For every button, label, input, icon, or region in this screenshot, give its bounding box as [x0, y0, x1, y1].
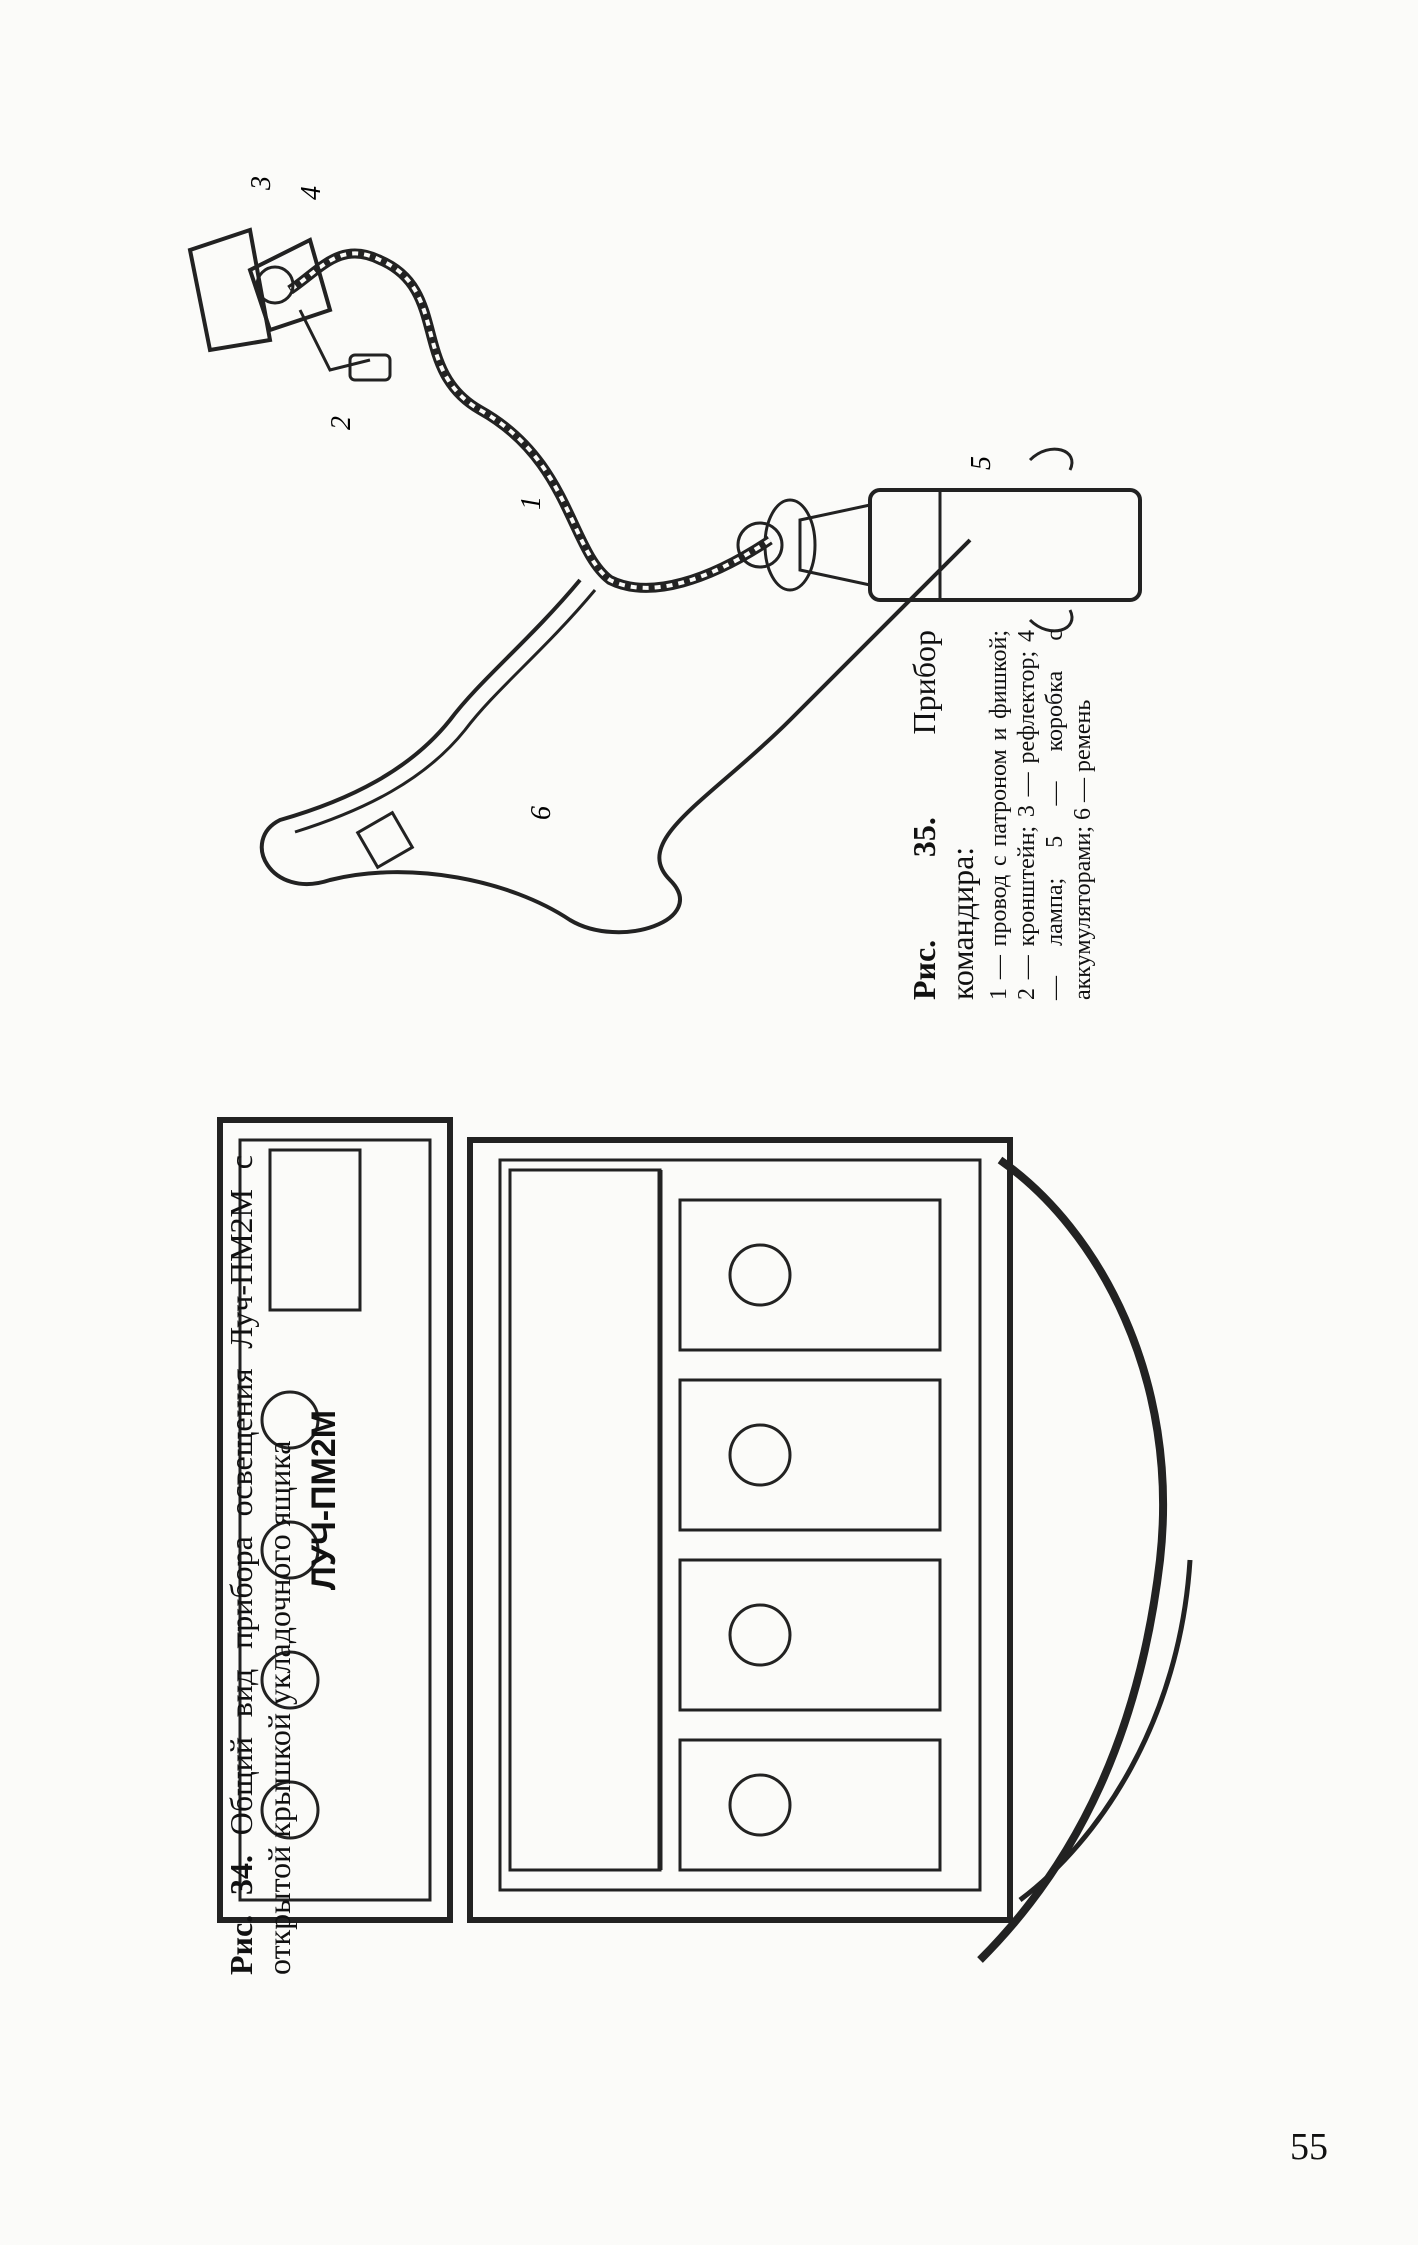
figure-34-illustration: ЛУЧ-ПМ2М: [217, 1117, 1193, 1963]
lid-label: ЛУЧ-ПМ2М: [305, 1410, 343, 1590]
caption-prefix: Рис.: [906, 939, 942, 1000]
callout-5: 5: [966, 456, 997, 470]
caption-text: Общий вид прибора освещения Луч-ПМ2М с о…: [223, 1155, 297, 1975]
callout-3: 3: [246, 176, 277, 191]
caption-number: 35.: [906, 817, 942, 858]
callout-1: 1: [516, 496, 547, 510]
figure-35-title: Рис. 35. Прибор командира:: [905, 630, 981, 1000]
callout-2: 2: [326, 416, 357, 430]
figure-35-caption: Рис. 35. Прибор командира: 1 — провод с …: [905, 630, 1097, 1000]
figure-34-caption: Рис. 34. Общий вид прибора освещения Луч…: [222, 1155, 298, 1975]
figure-34-title: Рис. 34. Общий вид прибора освещения Луч…: [222, 1155, 298, 1975]
caption-number: 34.: [223, 1855, 259, 1896]
page-number: 55: [1290, 2126, 1328, 2168]
figure-35-legend: 1 — провод с патроном и фишкой; 2 — крон…: [986, 630, 1096, 1000]
callout-6: 6: [526, 806, 557, 820]
figure-35-illustration: 3 4 2 1 5 6: [187, 176, 1142, 935]
caption-prefix: Рис.: [223, 1914, 259, 1975]
callout-4: 4: [296, 186, 327, 200]
